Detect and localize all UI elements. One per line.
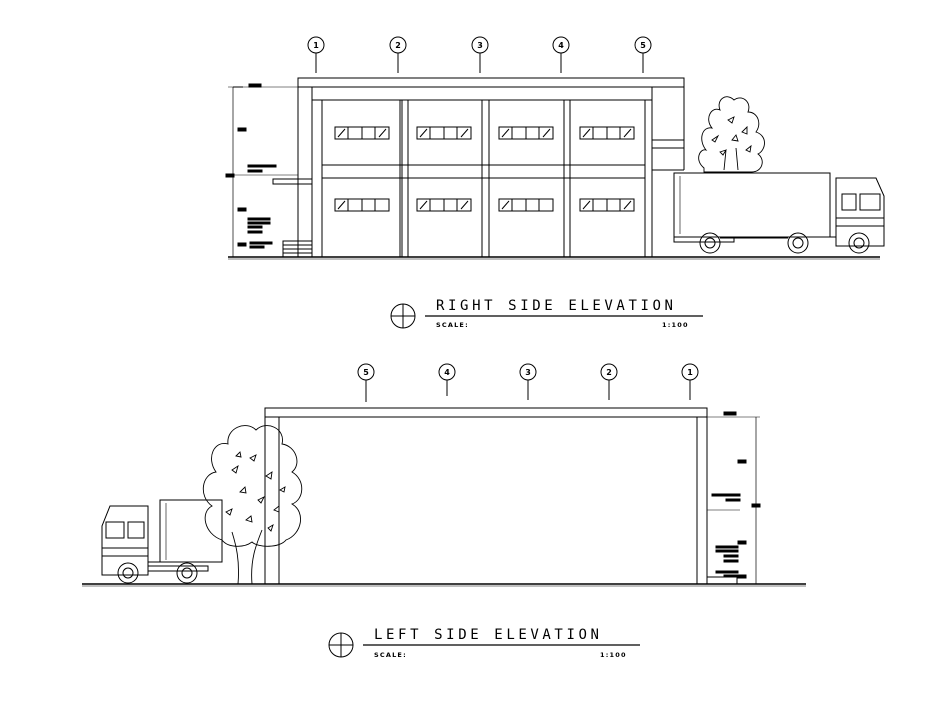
right-title-block: RIGHT SIDE ELEVATION SCALE: 1:100: [390, 298, 703, 329]
grid-marker: 1: [307, 36, 325, 73]
scale-value: 1:100: [600, 651, 627, 659]
wheel: [699, 232, 721, 254]
left-side-elevation: 5 4 3 2 1: [82, 363, 806, 659]
window: [498, 198, 554, 212]
grid-marker: 2: [389, 36, 407, 73]
grid-label: 3: [477, 41, 483, 50]
grid-marker: 1: [681, 363, 699, 400]
scale-label: SCALE:: [374, 651, 407, 659]
grid-label: 2: [606, 368, 612, 377]
grid-label: 4: [558, 41, 564, 50]
truck-right: [673, 172, 885, 254]
window: [579, 198, 635, 212]
left-grid-markers: 5 4 3 2 1: [357, 363, 699, 402]
right-building: [228, 77, 880, 260]
window: [334, 198, 390, 212]
grid-marker: 2: [600, 363, 618, 400]
window: [334, 126, 390, 140]
grid-label: 4: [444, 368, 450, 377]
grid-marker: 3: [519, 363, 537, 400]
tree-left: [202, 425, 303, 585]
elevation-title: RIGHT SIDE ELEVATION: [436, 298, 677, 314]
grid-label: 5: [363, 368, 369, 377]
grid-label: 2: [395, 41, 401, 50]
scale-value: 1:100: [662, 321, 689, 329]
truck-left: [101, 499, 223, 584]
scale-label: SCALE:: [436, 321, 469, 329]
window: [416, 198, 472, 212]
right-grid-markers: 1 2 3 4 5: [307, 36, 652, 73]
wheel: [848, 232, 870, 254]
grid-marker: 4: [552, 36, 570, 73]
grid-label: 5: [640, 41, 646, 50]
grid-label: 3: [525, 368, 531, 377]
wheel: [787, 232, 809, 254]
grid-label: 1: [687, 368, 693, 377]
right-windows: [334, 126, 635, 212]
window: [416, 126, 472, 140]
left-title-block: LEFT SIDE ELEVATION SCALE: 1:100: [328, 627, 640, 659]
wheel: [176, 562, 198, 584]
window: [579, 126, 635, 140]
right-level-dimensions: [225, 83, 298, 257]
grid-marker: 5: [357, 363, 375, 402]
grid-marker: 4: [438, 363, 456, 396]
elevation-title: LEFT SIDE ELEVATION: [374, 627, 603, 643]
window: [498, 126, 554, 140]
grid-marker: 5: [634, 36, 652, 73]
left-building: [82, 407, 806, 587]
left-level-dimensions: [711, 411, 761, 584]
grid-marker: 3: [471, 36, 489, 73]
grid-label: 1: [313, 41, 319, 50]
tree-right: [698, 96, 765, 173]
right-side-elevation: 1 2 3 4 5: [225, 36, 885, 329]
wheel: [117, 562, 139, 584]
